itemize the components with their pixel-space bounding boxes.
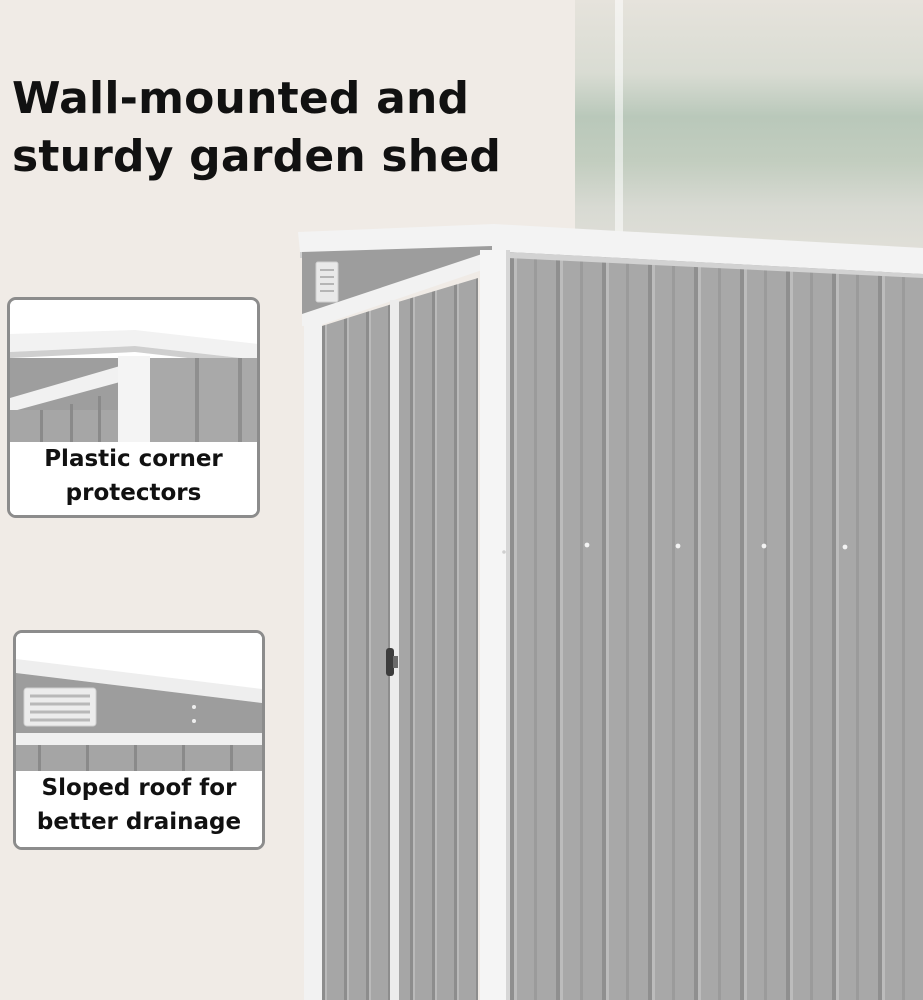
- shed-front-gable: [302, 246, 492, 314]
- callout-caption: Sloped roof for better drainage: [16, 771, 262, 847]
- callout-1-line-2: protectors: [65, 480, 202, 506]
- door-right: [398, 278, 478, 1000]
- background-window: [575, 0, 923, 260]
- door-handle-icon: [386, 648, 398, 676]
- corner-post: [480, 250, 510, 1000]
- shed-roof-trim: [298, 224, 923, 274]
- door-left: [322, 304, 392, 1000]
- callout-caption: Plastic corner protectors: [10, 442, 257, 515]
- shed-side-wall: [508, 246, 923, 1000]
- callout-2-line-2: better drainage: [36, 809, 242, 835]
- door-frame-left: [304, 316, 322, 1000]
- callout-corner-protectors: Plastic corner protectors: [7, 297, 260, 518]
- vent-icon: [315, 261, 339, 303]
- callout-1-line-1: Plastic corner: [44, 446, 223, 472]
- headline-line-1: Wall-mounted and: [12, 73, 470, 124]
- headline-line-2: sturdy garden shed: [12, 131, 502, 182]
- door-frame-top: [302, 252, 488, 326]
- callout-2-line-1: Sloped roof for: [41, 775, 237, 801]
- headline: Wall-mounted and sturdy garden shed: [12, 70, 501, 186]
- callout-sloped-roof: Sloped roof for better drainage: [13, 630, 265, 850]
